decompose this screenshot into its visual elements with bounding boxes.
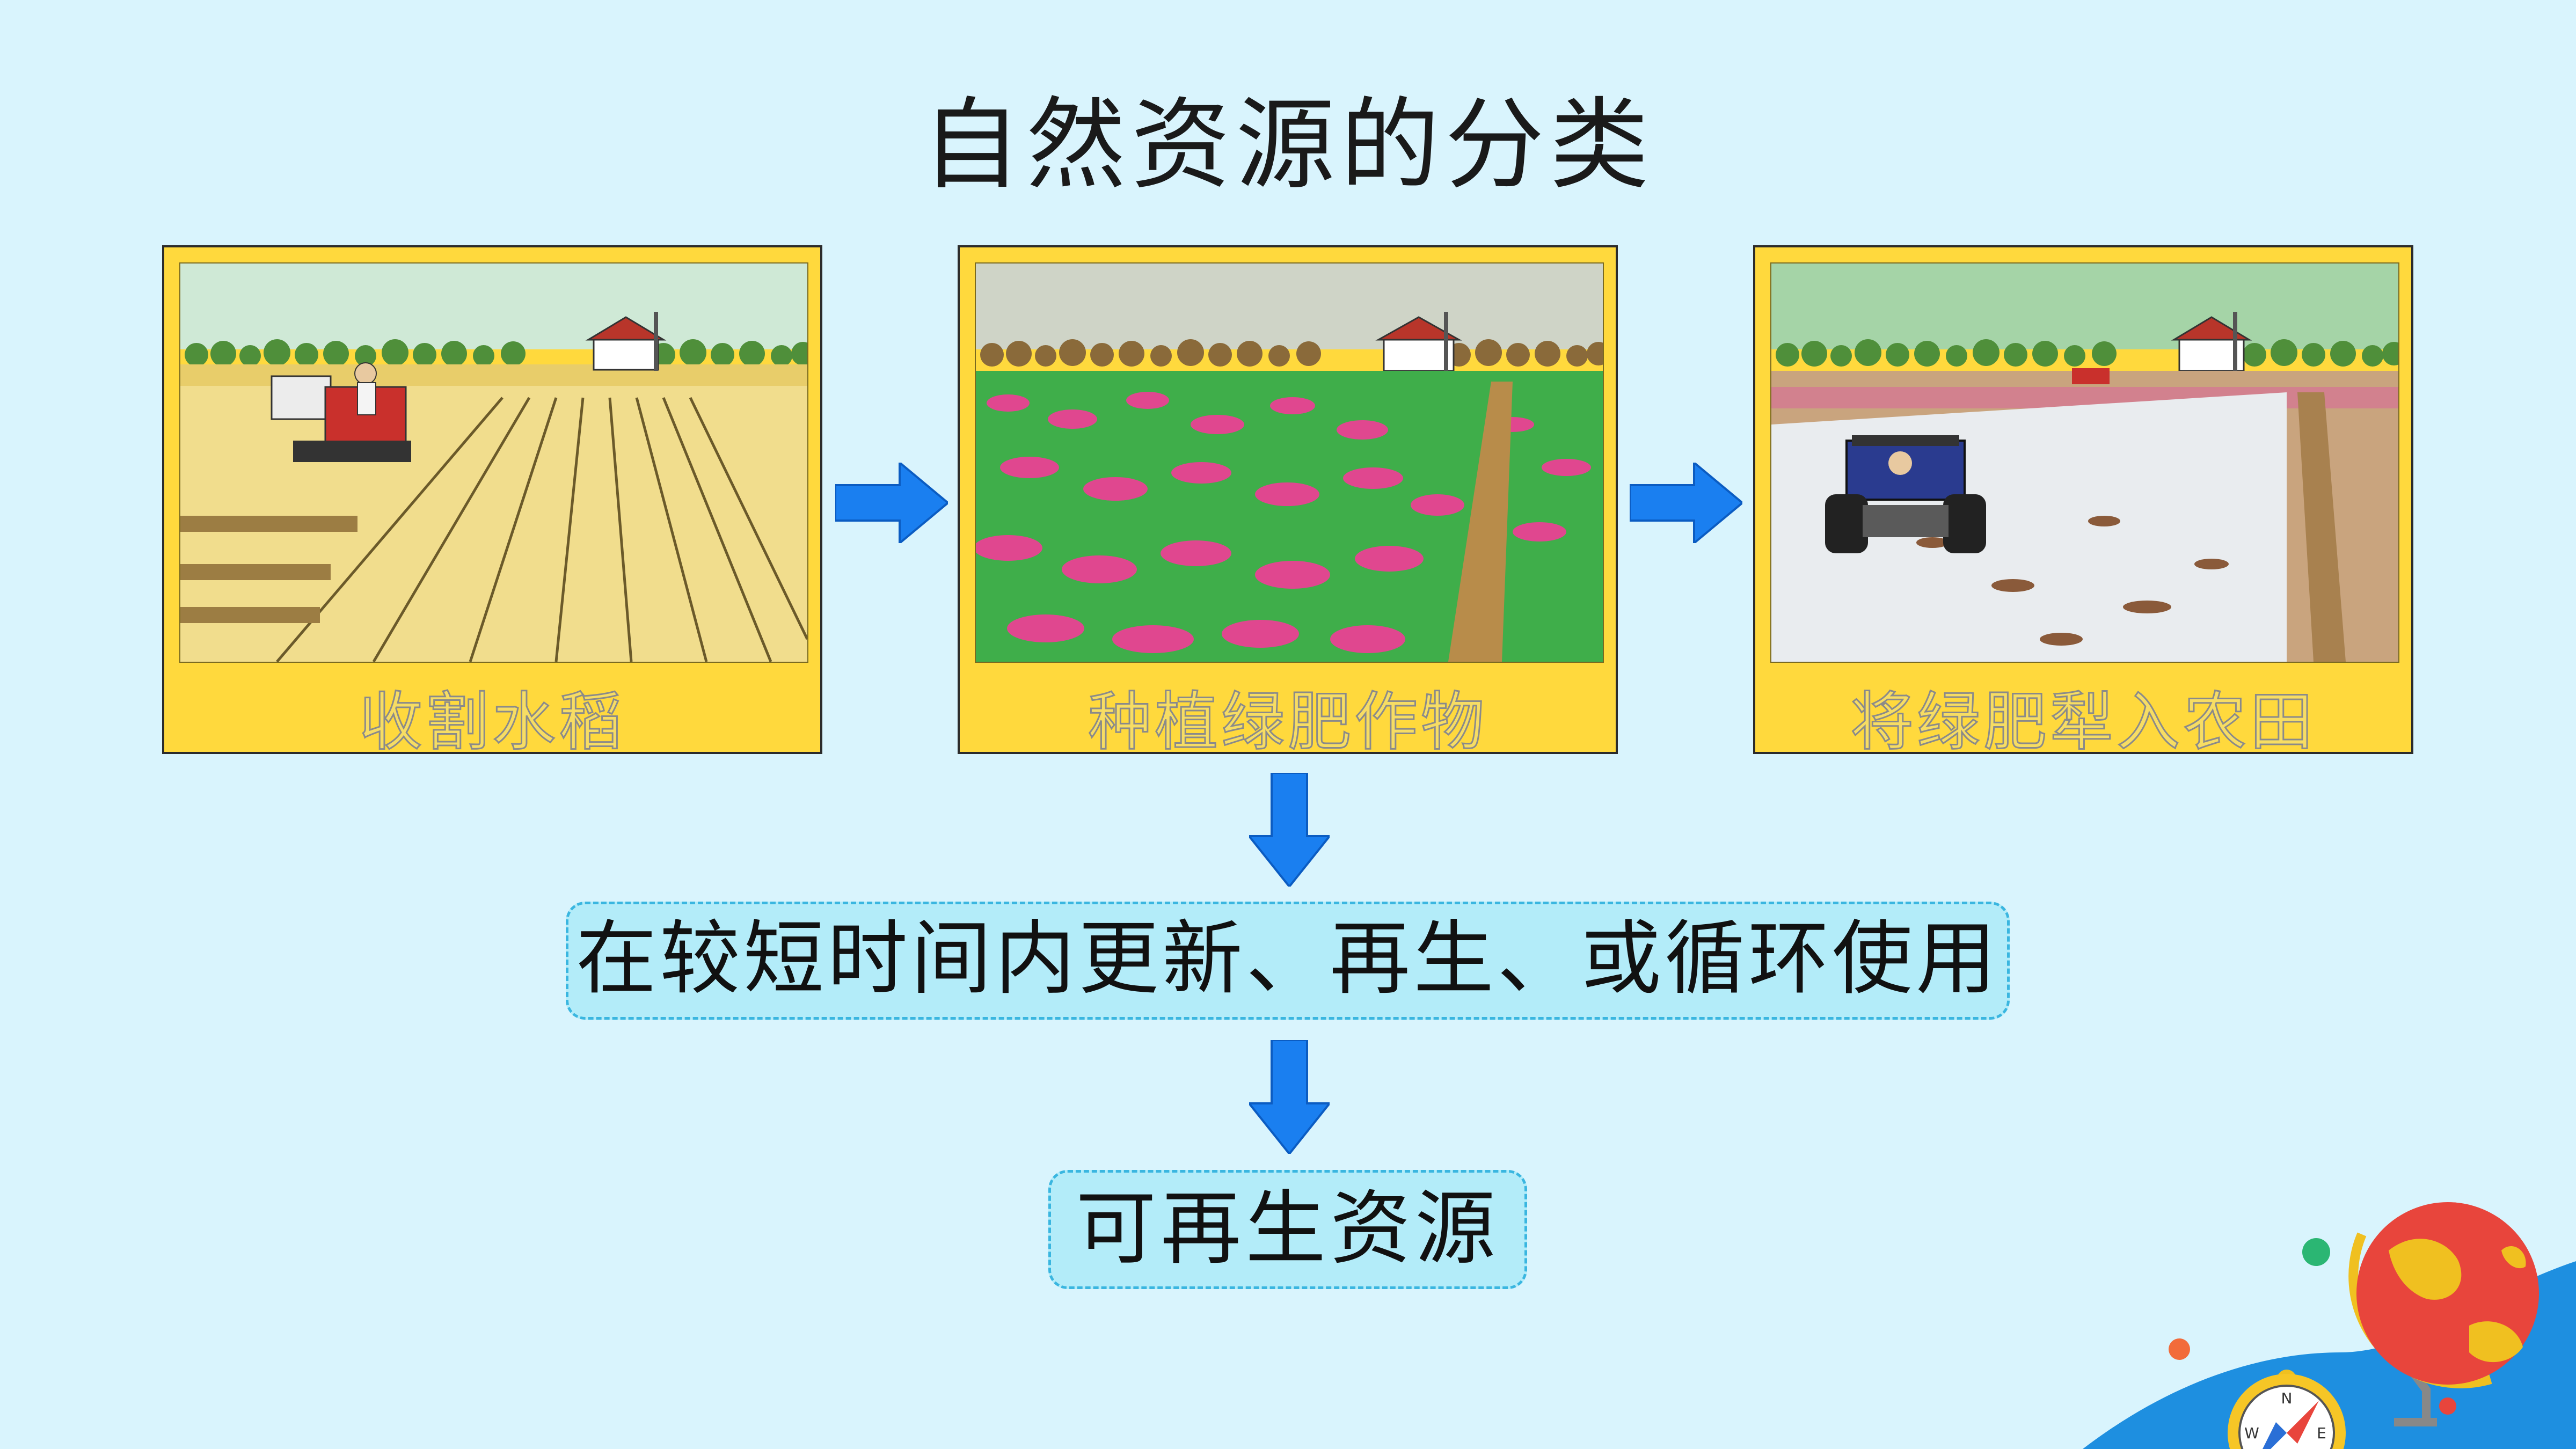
compass-icon: N E S W xyxy=(2228,1370,2346,1449)
conclusion-box: 可再生资源 xyxy=(1048,1170,1527,1289)
arrow-right-icon xyxy=(835,463,948,543)
step-caption-harvest: 收割水稻 xyxy=(358,684,625,760)
page-title: 自然资源的分类 xyxy=(922,87,1654,203)
svg-text:E: E xyxy=(2317,1424,2326,1442)
plow-illustration xyxy=(1770,262,2399,663)
svg-text:W: W xyxy=(2244,1424,2259,1442)
definition-box: 在较短时间内更新、再生、或循环使用 xyxy=(566,902,2010,1020)
globe-icon xyxy=(2348,1202,2539,1426)
step-panel-green-manure: 种植绿肥作物 xyxy=(958,245,1618,760)
dot-green xyxy=(2302,1238,2330,1266)
step-panel-plow: 将绿肥犁入农田 xyxy=(1753,245,2413,760)
arrow-right-icon xyxy=(1630,463,1742,543)
harvest-illustration xyxy=(179,262,808,663)
corner-decoration: N E S W xyxy=(2083,1202,2576,1449)
dot-red xyxy=(2439,1397,2456,1415)
svg-text:N: N xyxy=(2281,1389,2293,1407)
step-panel-harvest: 收割水稻 xyxy=(162,245,822,760)
step-caption-plow: 将绿肥犁入农田 xyxy=(1849,684,2316,760)
dot-orange xyxy=(2169,1338,2190,1360)
green-manure-illustration xyxy=(975,262,1604,663)
arrow-down-icon xyxy=(1249,773,1330,887)
arrow-down-icon xyxy=(1249,1040,1330,1154)
step-caption-green-manure: 种植绿肥作物 xyxy=(1087,684,1487,760)
